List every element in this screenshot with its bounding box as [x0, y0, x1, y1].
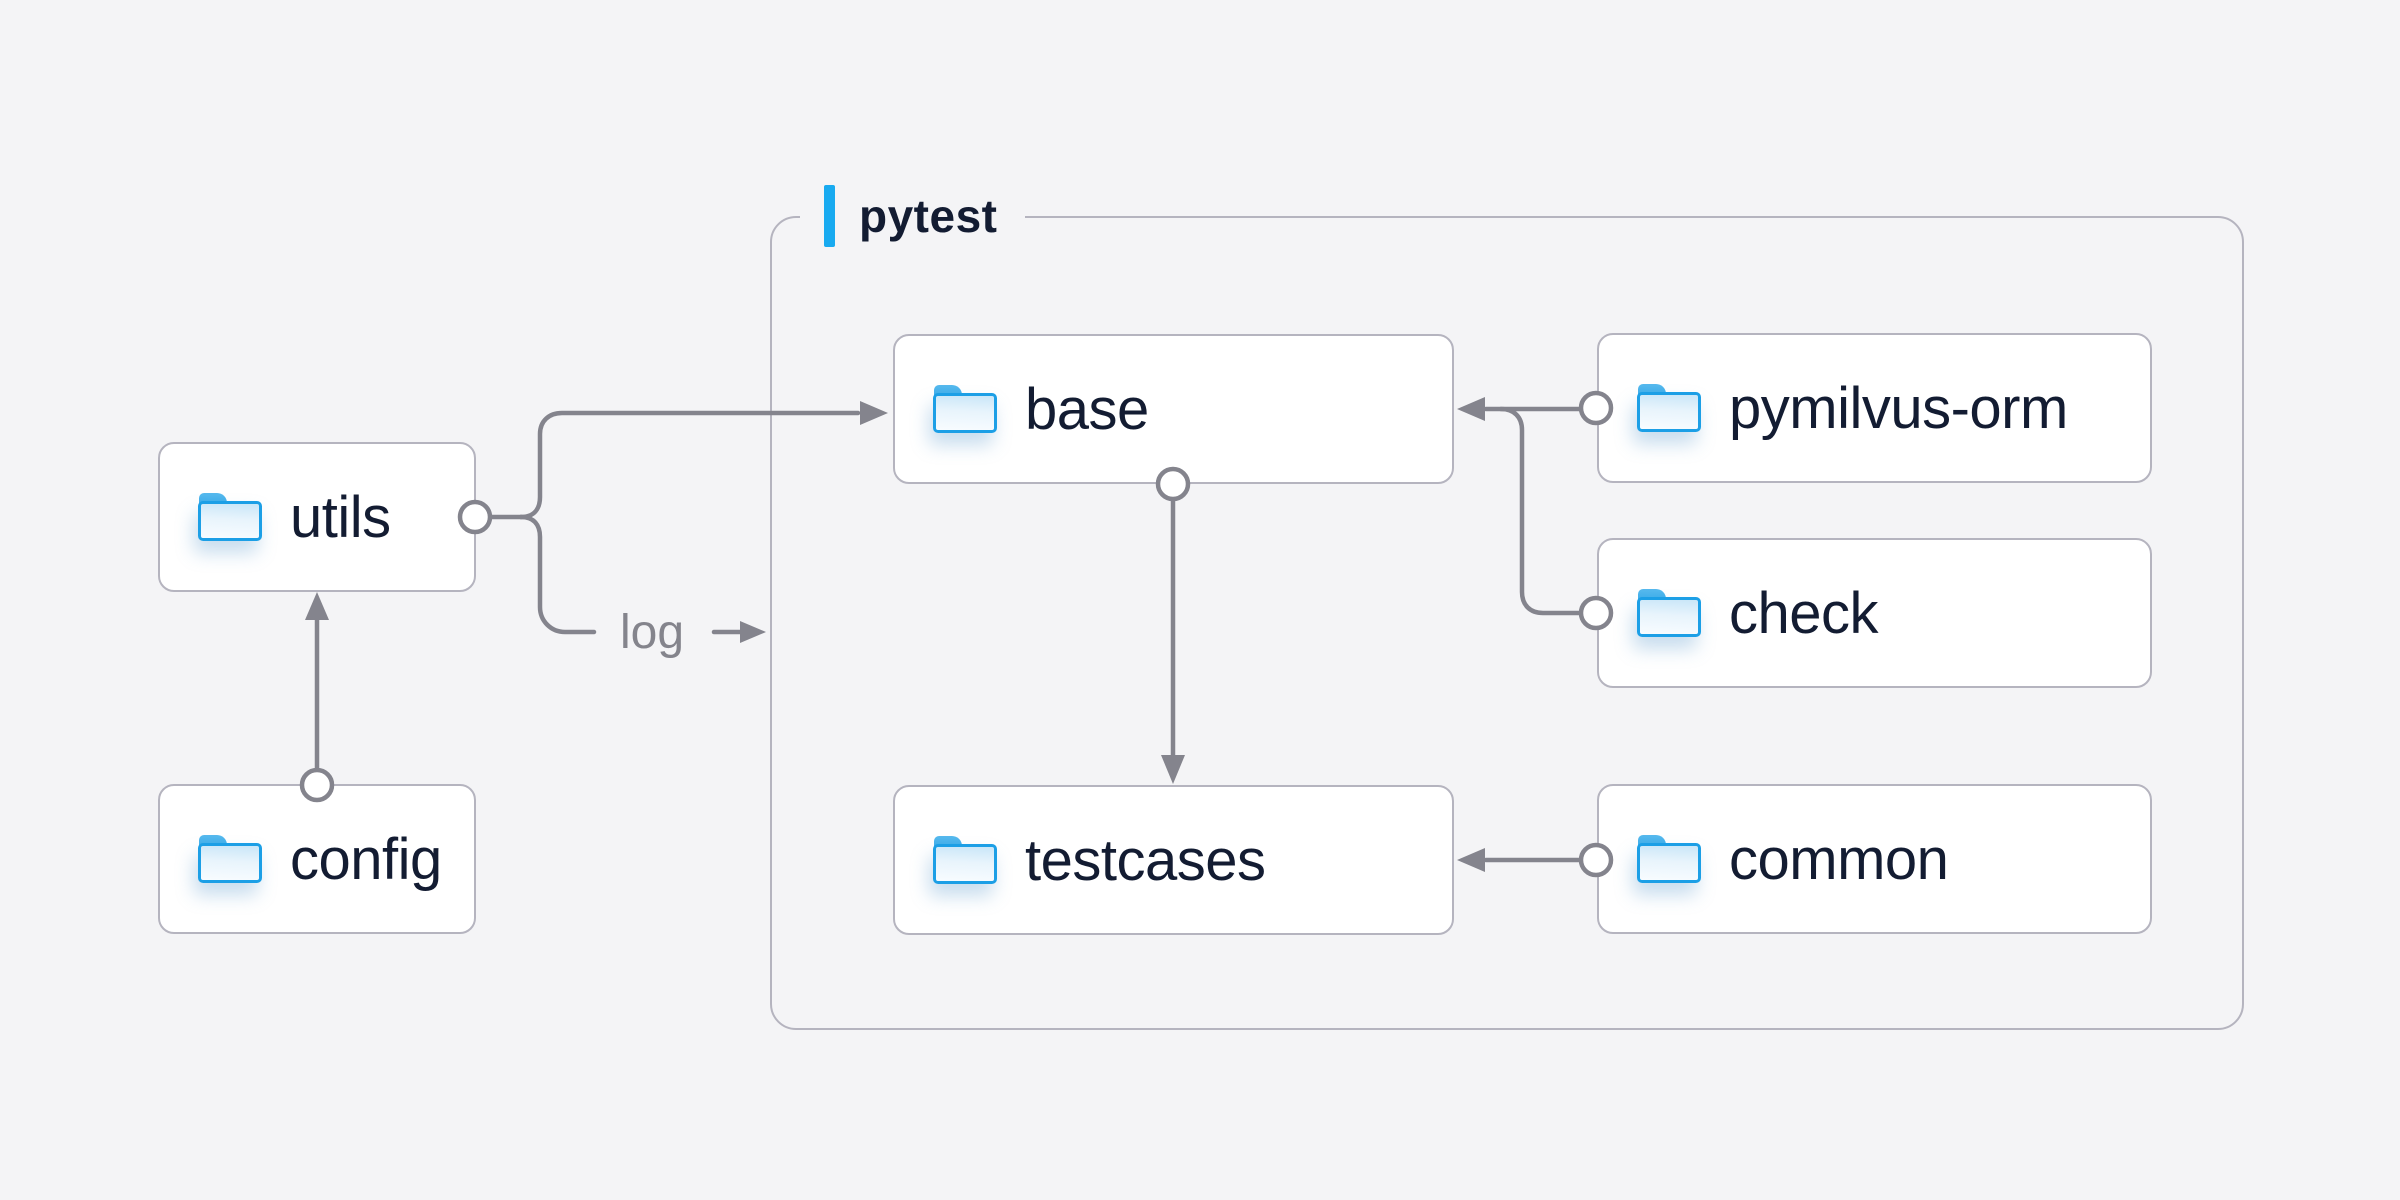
folder-icon [1637, 384, 1701, 432]
folder-icon [198, 493, 262, 541]
node-config: config [158, 784, 476, 934]
node-utils: utils [158, 442, 476, 592]
node-label-check: check [1729, 580, 1879, 646]
node-label-base: base [1025, 376, 1149, 442]
node-base: base [893, 334, 1454, 484]
accent-bar-icon [824, 185, 835, 247]
node-label-pymilvus-orm: pymilvus-orm [1729, 375, 2068, 441]
pytest-group-label-text: pytest [859, 190, 998, 242]
node-label-common: common [1729, 826, 1949, 892]
node-label-testcases: testcases [1025, 827, 1266, 893]
node-testcases: testcases [893, 785, 1454, 935]
edge-config-to-utils [299, 592, 335, 803]
pytest-group-outline [770, 216, 2244, 1030]
folder-icon [198, 835, 262, 883]
edge-log-into-group [711, 621, 766, 643]
folder-icon [1637, 835, 1701, 883]
folder-icon [933, 836, 997, 884]
node-label-config: config [290, 826, 442, 892]
pytest-group-label: pytest [800, 184, 1026, 248]
arrowhead-right-icon [740, 621, 766, 643]
folder-icon [1637, 589, 1701, 637]
node-label-utils: utils [290, 484, 391, 550]
node-common: common [1597, 784, 2152, 934]
node-check: check [1597, 538, 2152, 688]
edge-label-log: log [619, 606, 685, 659]
edge-utils-to-log [518, 514, 597, 635]
arrowhead-up-icon [305, 592, 329, 620]
node-pymilvus-orm: pymilvus-orm [1597, 333, 2152, 483]
folder-icon [933, 385, 997, 433]
